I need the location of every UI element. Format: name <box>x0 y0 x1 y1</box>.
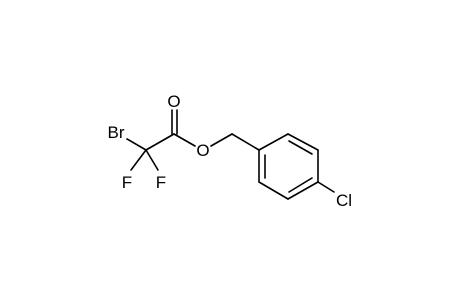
atom-label-o-ester: O <box>196 141 209 160</box>
bond-c1-c2 <box>145 133 175 151</box>
bond-c1-f-right <box>145 149 159 171</box>
ring-inner-bond-top-right <box>288 140 313 155</box>
ring-bond-5 <box>258 181 289 200</box>
atom-label-o-carbonyl: O <box>167 92 180 111</box>
ring-bond-2 <box>287 133 319 151</box>
atom-label-br: Br <box>108 123 125 142</box>
ring-bond-4 <box>287 181 319 200</box>
atom-label-f-left: F <box>122 173 132 192</box>
bond-c1-f-left <box>130 149 147 171</box>
bond-o-ch2 <box>210 133 233 147</box>
ring-inner-bond-bottom-right <box>288 177 313 193</box>
atom-label-cl: Cl <box>336 191 352 210</box>
bond-c1-br <box>126 138 147 151</box>
atom-label-f-right: F <box>156 173 166 192</box>
bond-ring-cl <box>317 181 335 193</box>
bond-ch2-ring <box>231 133 260 151</box>
ring-bond-1 <box>258 133 289 151</box>
bond-c2-o-ester <box>173 133 196 147</box>
